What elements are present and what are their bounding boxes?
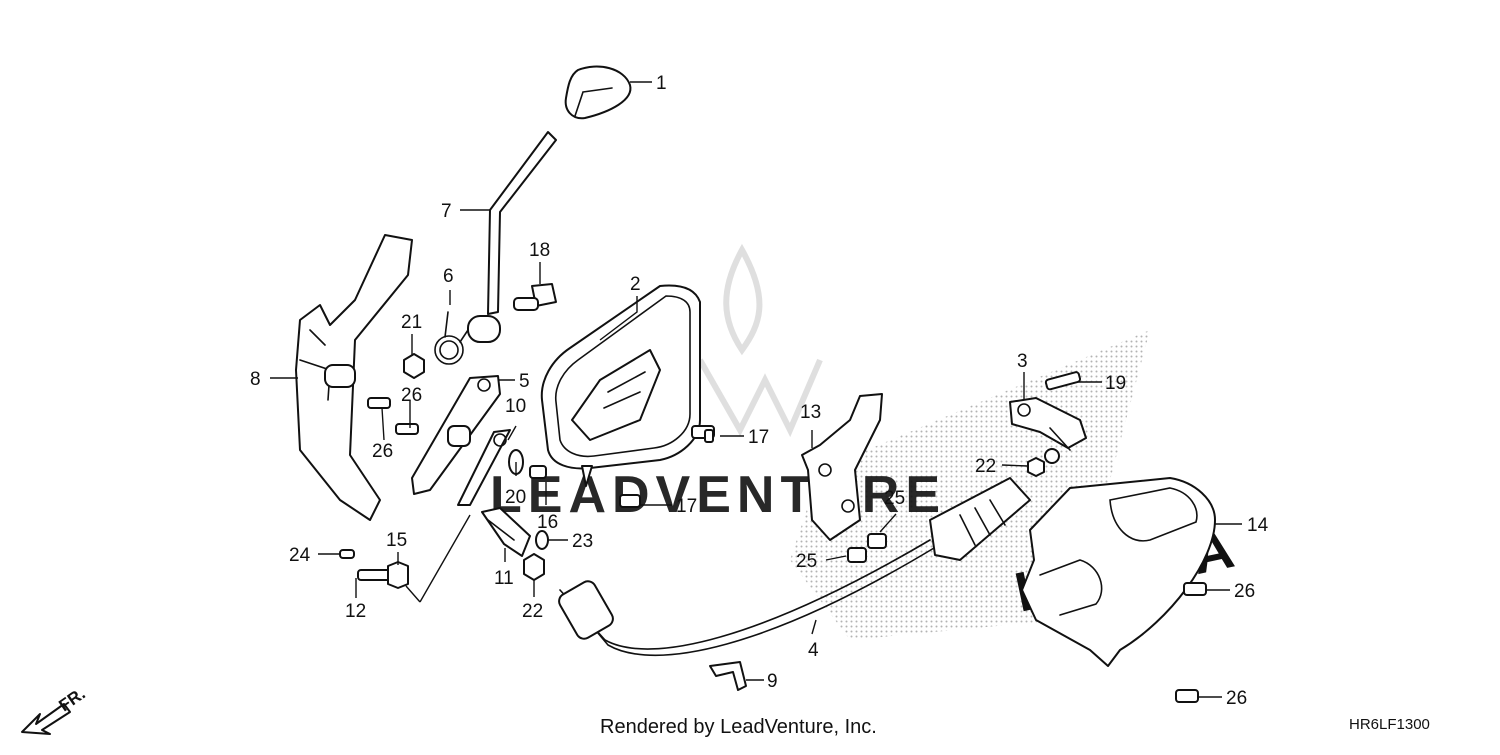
part-26-bolt-c xyxy=(1183,582,1207,596)
callout-13: 13 xyxy=(800,402,821,423)
callout-18: 18 xyxy=(529,240,550,261)
part-25-bolt-lower xyxy=(847,547,867,563)
callout-22-left: 22 xyxy=(522,601,543,622)
callout-4: 4 xyxy=(808,640,819,661)
part-15-bolt xyxy=(357,561,409,589)
callout-5: 5 xyxy=(519,371,530,392)
part-1-shift-knob xyxy=(564,65,632,120)
part-23-clip xyxy=(535,530,549,550)
part-9-clamp xyxy=(709,661,747,691)
footer-credit: Rendered by LeadVenture, Inc. xyxy=(600,716,877,738)
part-10-link xyxy=(457,429,511,506)
part-25-bolt-upper xyxy=(867,533,887,549)
part-7-shift-lever xyxy=(467,131,557,343)
part-18-pin xyxy=(513,283,557,311)
part-26-bolt-b xyxy=(395,423,419,435)
part-6-spring xyxy=(434,311,469,365)
part-16-bolt xyxy=(529,465,547,479)
callout-26-a: 26 xyxy=(401,385,422,406)
front-direction-arrow-icon: FR. xyxy=(21,684,89,735)
part-5-link xyxy=(411,375,501,495)
callout-25-lower: 25 xyxy=(796,551,817,572)
part-26-bolt-d xyxy=(1175,689,1199,703)
callout-19: 19 xyxy=(1105,373,1126,394)
callout-26-d: 26 xyxy=(1226,688,1247,709)
callout-26-b: 26 xyxy=(372,441,393,462)
part-21-nut xyxy=(403,353,425,379)
callout-17-upper: 17 xyxy=(748,427,769,448)
watermark-logo: LEADVENTURE xyxy=(490,243,946,524)
callout-24: 24 xyxy=(289,545,311,566)
part-11-clip xyxy=(481,507,531,557)
part-8-bracket xyxy=(295,234,413,521)
part-17-bolt-lower xyxy=(619,494,641,508)
callout-1: 1 xyxy=(656,73,667,94)
callout-25-upper: 25 xyxy=(884,488,905,509)
callout-20: 20 xyxy=(505,487,526,508)
part-22-nut-right xyxy=(1027,448,1060,477)
callout-21: 21 xyxy=(401,312,422,333)
callout-3: 3 xyxy=(1017,351,1028,372)
callout-7: 7 xyxy=(441,201,452,222)
part-3-arm xyxy=(1009,397,1087,451)
callout-12: 12 xyxy=(345,601,366,622)
callouts: 1 2 3 4 5 6 7 8 9 10 11 12 13 14 15 16 1… xyxy=(250,73,1269,709)
part-19-bolt xyxy=(1044,371,1082,391)
callout-15: 15 xyxy=(386,530,407,551)
part-2-cover xyxy=(540,284,701,487)
callout-26-c: 26 xyxy=(1234,581,1255,602)
callout-14: 14 xyxy=(1247,515,1269,536)
callout-11: 11 xyxy=(494,568,514,589)
callout-8: 8 xyxy=(250,369,261,390)
part-4-cable xyxy=(558,477,1031,657)
callout-16: 16 xyxy=(537,512,558,533)
callout-23: 23 xyxy=(572,531,593,552)
watermark-text: LEADVENTURE xyxy=(490,466,946,524)
callout-22-right: 22 xyxy=(975,456,996,477)
callout-17-lower: 17 xyxy=(676,496,697,517)
part-26-bolt-a xyxy=(367,397,391,409)
part-14-guard xyxy=(1021,477,1216,667)
part-17-bolt-upper xyxy=(691,425,715,443)
part-22-nut-left xyxy=(523,553,545,581)
part-13-bracket xyxy=(801,393,883,541)
callout-9: 9 xyxy=(767,671,778,692)
callout-6: 6 xyxy=(443,266,454,287)
drawing-code: HR6LF1300 xyxy=(1349,716,1430,733)
callout-2: 2 xyxy=(630,274,641,295)
part-24-pin xyxy=(339,549,355,559)
callout-10: 10 xyxy=(505,396,526,417)
leader-lines xyxy=(270,81,1242,698)
